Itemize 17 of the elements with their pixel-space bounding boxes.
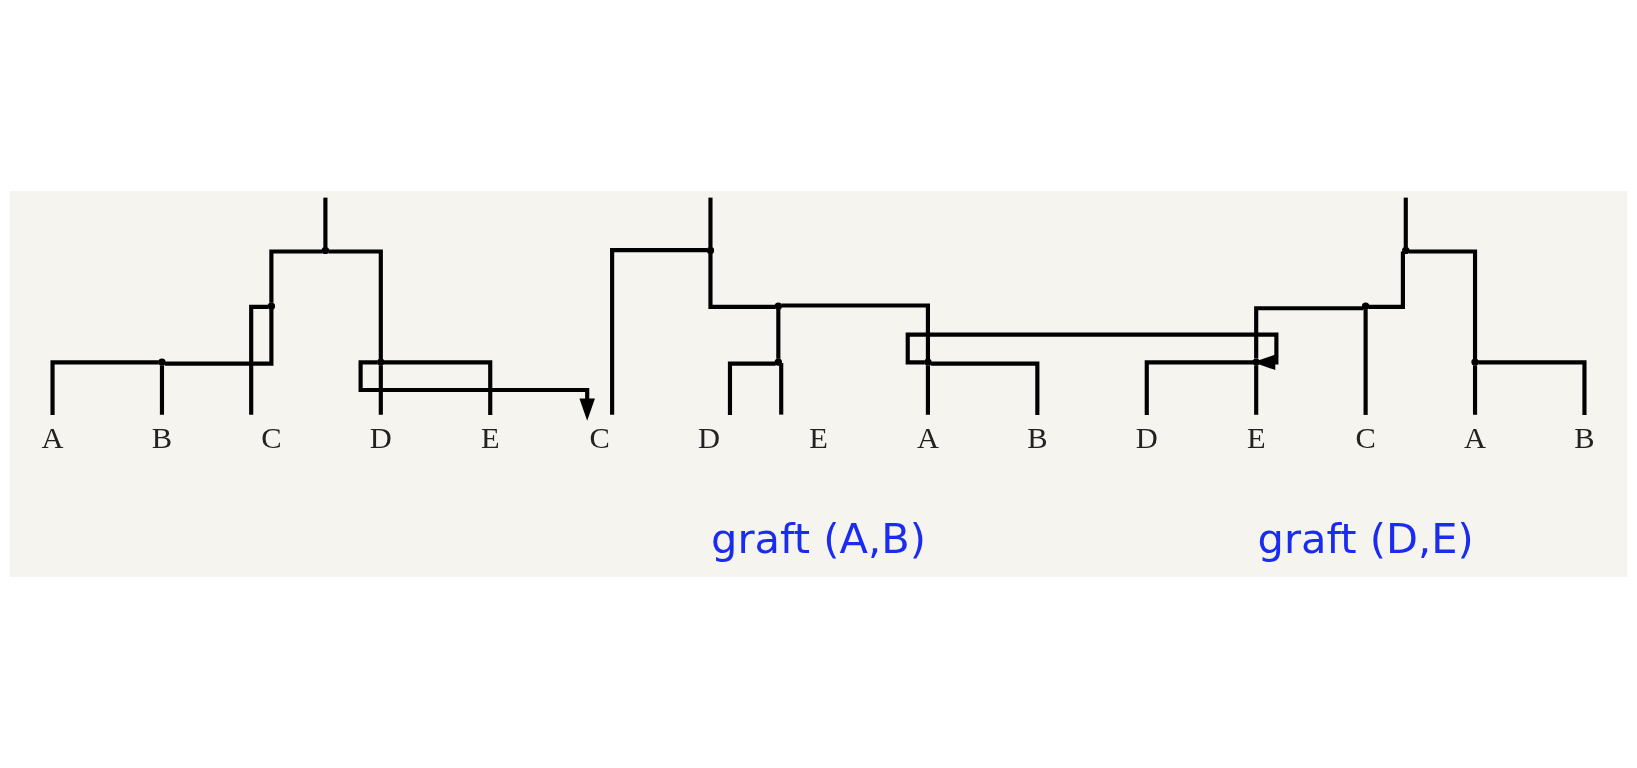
node-text: D [1135,420,1158,455]
label: graft (A,B) [711,514,926,564]
node-text: D [369,420,392,455]
node-text: C [589,420,610,455]
node-text: A [1464,420,1487,455]
label: graft (D,E) [1257,514,1474,564]
node-text: E [480,420,500,455]
node-text: A [41,420,64,455]
node-text: C [261,420,282,455]
node-text: C [1355,420,1376,455]
node-text: E [1246,420,1266,455]
node-text: B [1574,420,1595,455]
node-text: D [698,420,721,455]
node-text: A [916,420,939,455]
node-text: B [151,420,173,455]
node-text: B [1027,420,1048,455]
node-text: E [809,420,828,455]
